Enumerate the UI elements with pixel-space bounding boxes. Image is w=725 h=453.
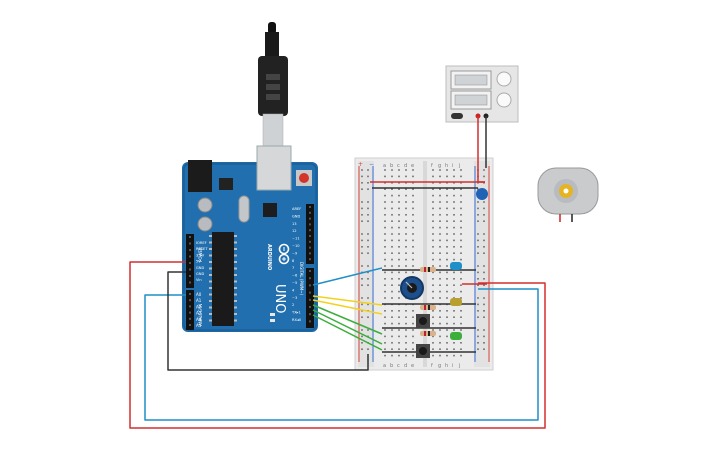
- breadboard-column-label: c: [397, 163, 400, 169]
- breadboard-column-label: d: [404, 363, 407, 369]
- power-jack: [188, 160, 212, 192]
- digital-pin-label: ~6: [292, 274, 298, 278]
- digital-pin-label: ~3: [292, 296, 297, 300]
- power-pin-label: IOREF: [196, 241, 207, 245]
- wire-green-1: [312, 304, 383, 335]
- breadboard-column-label: f: [431, 163, 433, 169]
- reset-button[interactable]: [299, 173, 309, 183]
- breadboard-column-label: e: [411, 163, 414, 169]
- power-title: POWER: [198, 247, 203, 262]
- led-blue: [450, 262, 462, 270]
- rail-minus-label: −: [369, 161, 374, 168]
- analog-pin-label: A3: [196, 311, 202, 316]
- power-pin-label: GND: [196, 266, 204, 270]
- analog-pin-label: A0: [196, 292, 202, 297]
- jumper-wires: [129, 116, 546, 429]
- analog-pin-label: A5: [196, 323, 202, 328]
- breadboard-column-label: d: [404, 163, 407, 169]
- breadboard-column-label: h: [445, 363, 448, 369]
- wire-green-3: [312, 314, 383, 351]
- digital-header-high: [306, 204, 314, 264]
- led-green: [450, 332, 462, 340]
- digital-pin-label: 13: [292, 222, 297, 226]
- analog-pin-label: A2: [196, 304, 202, 309]
- digital-pin-label: ~9: [292, 251, 298, 255]
- wire-green-2: [312, 309, 383, 345]
- wire-yellow-2: [312, 299, 383, 315]
- usb-socket: [256, 145, 292, 191]
- breadboard-column-label: f: [431, 363, 433, 369]
- digital-pin-label: ~5: [292, 281, 297, 285]
- breadboard-column-label: c: [397, 363, 400, 369]
- dc-motor[interactable]: [537, 167, 599, 222]
- power-pin-label: 3.3V: [196, 253, 205, 257]
- digital-pin-label: 4: [292, 288, 295, 292]
- digital-pin-label: ~11: [292, 237, 300, 241]
- digital-pin-label: GND: [292, 214, 300, 218]
- analog-title: ANALOG IN: [198, 304, 203, 326]
- breadboard-column-label: a: [383, 163, 386, 169]
- power-pin-label: GND: [196, 272, 204, 276]
- breadboard-column-label: a: [383, 363, 386, 369]
- potentiometer[interactable]: [400, 276, 424, 300]
- power-header: [186, 234, 194, 288]
- power-supply[interactable]: [445, 65, 519, 123]
- power-pin-label: RESET: [196, 247, 208, 251]
- leds: [450, 262, 462, 340]
- digital-pin-label: ~10: [292, 244, 300, 248]
- wire-yellow-1: [312, 295, 383, 306]
- pushbuttons[interactable]: [416, 314, 430, 358]
- analog-header: [186, 290, 194, 330]
- rx-led: [270, 319, 275, 322]
- power-pin-label: Vin: [196, 278, 202, 282]
- power-pin-label: 5V: [196, 260, 201, 264]
- resistors: [420, 267, 436, 336]
- digital-pin-label: 2: [292, 303, 294, 307]
- digital-pin-label: RX◂0: [292, 318, 302, 322]
- digital-pin-label: 8: [292, 259, 295, 263]
- wire-blue-a0: [144, 288, 539, 421]
- digital-title: DIGITAL (PWM~): [299, 262, 304, 296]
- board-model: UNO: [272, 284, 287, 313]
- capacitor: [476, 188, 488, 200]
- arduino-logo-icon: [278, 243, 290, 265]
- analog-pin-label: A1: [196, 298, 202, 303]
- wire-psu-red: [477, 116, 485, 183]
- breadboard-column-label: b: [390, 163, 393, 169]
- digital-pin-label: 7: [292, 266, 294, 270]
- arduino-logo-text: ARDUINO: [266, 244, 272, 270]
- breadboard-column-label: j: [458, 363, 460, 369]
- wire-red-5v: [129, 261, 546, 429]
- tx-led: [270, 313, 275, 316]
- wire-blue-pot: [312, 267, 383, 286]
- digital-header-low: [306, 268, 314, 328]
- analog-pin-label: A4: [196, 317, 202, 322]
- breadboard-column-label: i: [452, 163, 453, 169]
- power-switch[interactable]: [451, 113, 463, 119]
- atmega-chip: [212, 232, 234, 326]
- usb-cable: [258, 22, 288, 147]
- rail-plus-label: +: [358, 161, 363, 168]
- breadboard-column-label: i: [452, 363, 453, 369]
- led-yellow: [450, 298, 462, 306]
- breadboard-column-label: e: [411, 363, 414, 369]
- wire-black-gnd: [167, 271, 369, 371]
- breadboard-column-label: g: [438, 163, 441, 169]
- digital-pin-label: AREF: [292, 207, 301, 211]
- digital-pin-label: TX▸1: [291, 311, 301, 315]
- breadboard-column-label: g: [438, 363, 441, 369]
- breadboard-column-label: j: [458, 163, 460, 169]
- breadboard-column-label: h: [445, 163, 448, 169]
- breadboard-column-label: b: [390, 363, 393, 369]
- digital-pin-label: 12: [292, 229, 297, 233]
